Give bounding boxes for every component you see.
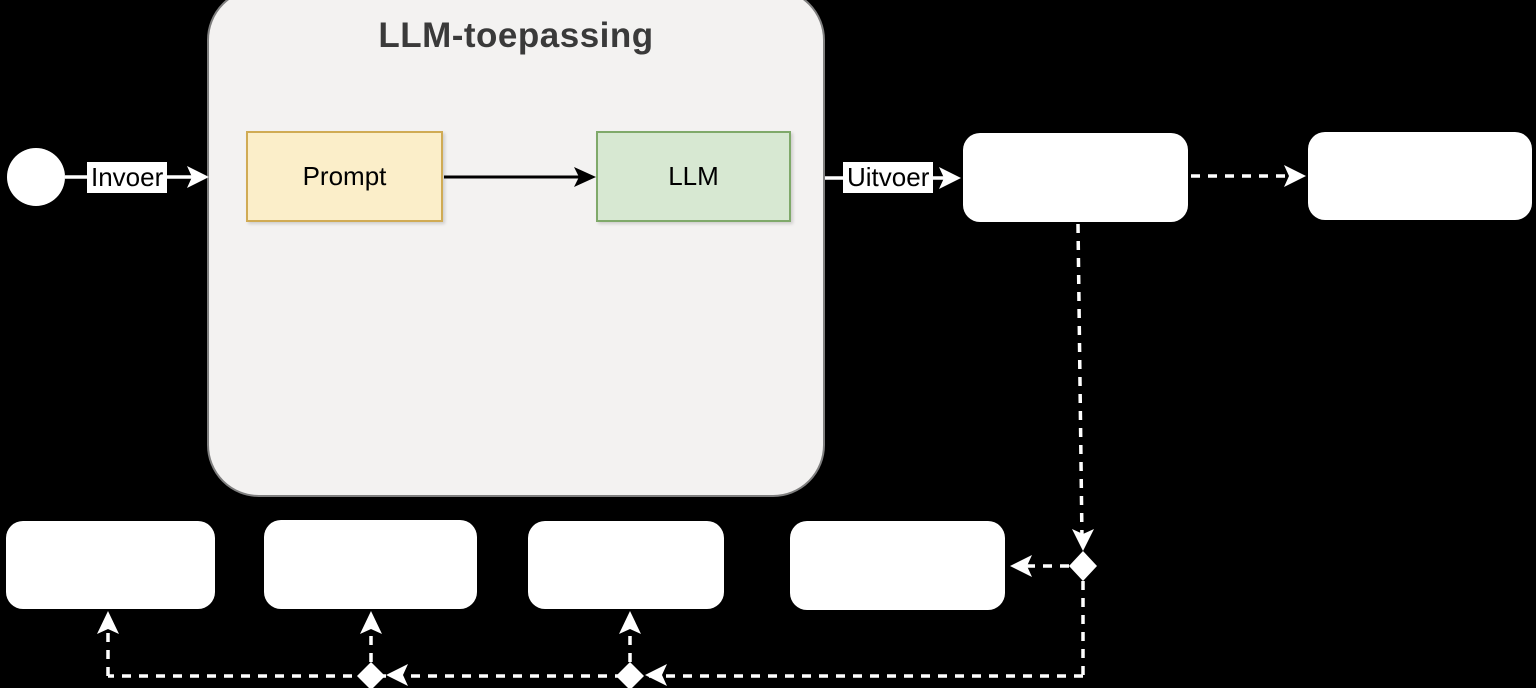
bottom-box-2 bbox=[264, 520, 477, 609]
container-title: LLM-toepassing bbox=[378, 16, 654, 55]
edge-rail-box3-arrowhead bbox=[619, 611, 641, 634]
prompt-node: Prompt bbox=[246, 131, 443, 222]
output-box bbox=[963, 133, 1188, 222]
bottom-box-3 bbox=[528, 521, 724, 609]
edge-rail-box2-arrowhead bbox=[360, 611, 382, 634]
edge-invoer-arrowhead bbox=[187, 166, 209, 188]
llm-application-container: LLM-toepassing bbox=[207, 0, 825, 497]
bottom-box-1 bbox=[6, 521, 215, 609]
edge-diamond-box4-arrowhead bbox=[1010, 555, 1032, 577]
right-diamond-junction bbox=[1069, 551, 1097, 581]
edge-output-down-arrowhead bbox=[1072, 529, 1094, 551]
edge-uitvoer-arrowhead bbox=[939, 167, 961, 189]
rail-diamond-junction-1 bbox=[357, 662, 385, 688]
start-event-circle bbox=[7, 148, 65, 206]
rail-diamond-junction-2 bbox=[616, 662, 644, 688]
edge-label-uitvoer: Uitvoer bbox=[843, 162, 934, 193]
llm-node: LLM bbox=[596, 131, 791, 222]
edge-label-invoer: Invoer bbox=[87, 162, 168, 193]
top-right-box bbox=[1308, 132, 1532, 220]
edge-rail-box2-left-arrowhead bbox=[386, 664, 408, 686]
edge-output-down-line bbox=[1076, 223, 1084, 541]
prompt-node-label: Prompt bbox=[302, 161, 387, 191]
edge-rail-box3-left-arrowhead bbox=[645, 664, 667, 686]
llm-node-label: LLM bbox=[668, 161, 719, 191]
edge-rail-box1-arrowhead bbox=[97, 611, 119, 634]
bottom-box-4 bbox=[790, 521, 1005, 610]
edge-output-right-arrowhead bbox=[1284, 165, 1306, 187]
